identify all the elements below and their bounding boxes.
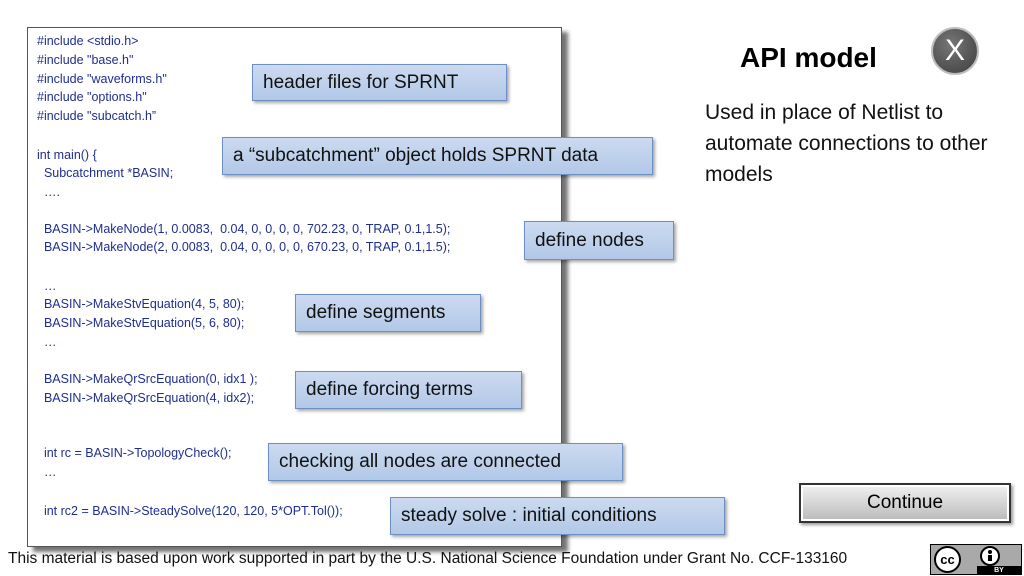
callout-define-forcing: define forcing terms	[295, 371, 522, 409]
code-line: #include "waveforms.h"	[37, 72, 167, 86]
code-line: #include "options.h"	[37, 90, 147, 104]
code-line: ….	[37, 185, 60, 199]
callout-define-nodes: define nodes	[524, 221, 674, 260]
code-line: BASIN->MakeNode(2, 0.0083, 0.04, 0, 0, 0…	[37, 240, 451, 254]
code-line: …	[37, 279, 57, 293]
code-line: BASIN->MakeStvEquation(4, 5, 80);	[37, 297, 245, 311]
code-line: BASIN->MakeNode(1, 0.0083, 0.04, 0, 0, 0…	[37, 222, 451, 236]
code-line: BASIN->MakeQrSrcEquation(0, idx1 );	[37, 372, 258, 386]
callout-header-files: header files for SPRNT	[252, 64, 507, 101]
callout-steady-solve: steady solve : initial conditions	[390, 497, 725, 535]
callout-checking-nodes: checking all nodes are connected	[268, 443, 623, 481]
footer-acknowledgement: This material is based upon work support…	[8, 550, 848, 567]
code-line: #include "base.h"	[37, 53, 134, 67]
code-line: int rc2 = BASIN->SteadySolve(120, 120, 5…	[37, 504, 343, 518]
code-line: BASIN->MakeStvEquation(5, 6, 80);	[37, 316, 245, 330]
code-line: #include "subcatch.h”	[37, 109, 157, 123]
code-line: int rc = BASIN->TopologyCheck();	[37, 446, 232, 460]
page-title: API model	[740, 42, 877, 73]
close-icon: X	[944, 34, 965, 67]
code-line: Subcatchment *BASIN;	[37, 166, 174, 180]
callout-define-segments: define segments	[295, 294, 481, 332]
code-line: …	[37, 465, 57, 479]
code-line: …	[37, 335, 57, 349]
callout-subcatchment: a “subcatchment” object holds SPRNT data	[222, 137, 653, 175]
code-line: #include <stdio.h>	[37, 34, 139, 48]
code-line: int main() {	[37, 148, 97, 162]
cc-logo-icon: cc	[934, 546, 961, 573]
code-line: BASIN->MakeQrSrcEquation(4, idx2);	[37, 391, 255, 405]
cc-license-badge[interactable]: cc BY	[930, 544, 1022, 575]
description-text: Used in place of Netlist to automate con…	[705, 101, 988, 186]
attribution-person-icon	[980, 546, 1000, 566]
by-label: BY	[977, 566, 1021, 575]
continue-button[interactable]: Continue	[799, 483, 1011, 523]
close-button[interactable]: X	[931, 27, 979, 75]
